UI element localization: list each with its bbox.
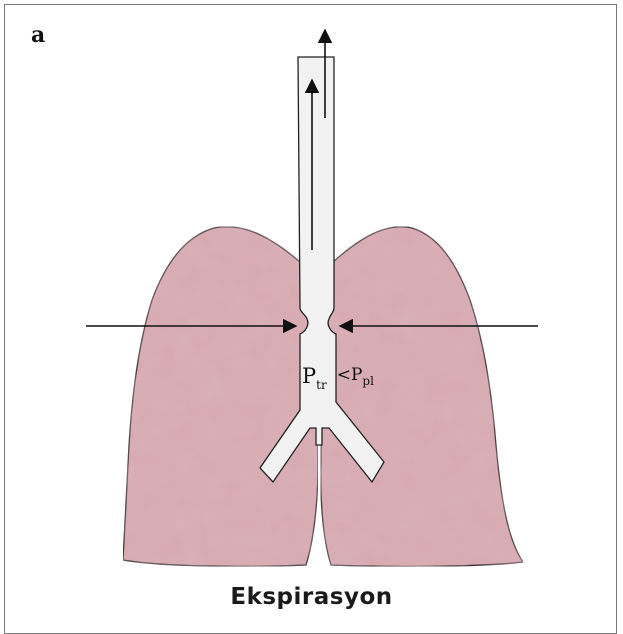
p-pl-comparison: <P bbox=[337, 365, 363, 385]
right-lung bbox=[321, 227, 523, 567]
panel-label: a bbox=[31, 22, 45, 48]
p-pl-sub: pl bbox=[362, 374, 374, 388]
p-tr-sub: tr bbox=[316, 378, 327, 392]
p-tr-main: P bbox=[302, 364, 316, 388]
left-lung bbox=[123, 227, 318, 567]
diagram-caption: Ekspirasyon bbox=[0, 584, 623, 610]
